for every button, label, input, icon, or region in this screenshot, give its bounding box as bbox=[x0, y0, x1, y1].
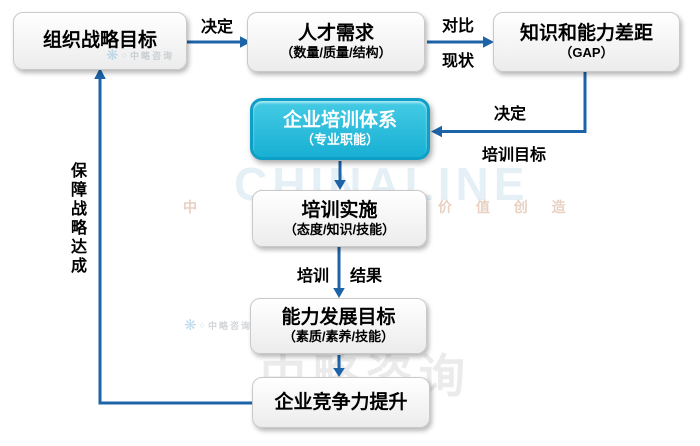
node-title: 组织战略目标 bbox=[42, 30, 157, 52]
node-ability-development-goal: 能力发展目标 （素质/素养/技能） bbox=[250, 298, 427, 354]
starburst-icon: ❋ bbox=[184, 317, 197, 334]
edge-label-decide-1: 决定 bbox=[200, 19, 233, 36]
arrow-impl-to-ability bbox=[333, 247, 345, 298]
node-subtitle: （数量/质量/结构） bbox=[280, 45, 392, 61]
arrow-feedback-loop bbox=[94, 68, 252, 405]
edge-label-current-state: 现状 bbox=[441, 53, 474, 70]
edge-label-decide-2: 决定 bbox=[493, 106, 526, 123]
watermark-slogan-fragment-right: 价 值 创 造 bbox=[438, 199, 576, 215]
node-subtitle: （GAP） bbox=[559, 45, 614, 61]
node-title: 培训实施 bbox=[301, 199, 378, 221]
arrow-training-system-to-impl bbox=[334, 161, 346, 190]
node-title: 企业竞争力提升 bbox=[274, 391, 408, 413]
node-title: 人才需求 bbox=[297, 23, 374, 45]
node-subtitle: （专业职能） bbox=[300, 132, 379, 148]
edge-label-training: 培训 bbox=[296, 268, 329, 285]
node-competitiveness-improvement: 企业竞争力提升 bbox=[252, 377, 430, 428]
arrow-org-to-talent bbox=[187, 36, 251, 48]
node-title: 能力发展目标 bbox=[281, 307, 396, 329]
node-title: 企业培训体系 bbox=[282, 110, 397, 132]
watermark-company-small: 中略咨询 bbox=[208, 321, 253, 331]
arrow-ability-to-competitiveness bbox=[333, 355, 345, 377]
watermark-slogan-fragment-left: 中 bbox=[183, 199, 207, 215]
node-title: 知识和能力差距 bbox=[519, 23, 653, 45]
node-talent-demand: 人才需求 （数量/质量/结构） bbox=[247, 12, 425, 72]
edge-label-training-goal: 培训目标 bbox=[481, 147, 546, 164]
watermark-stamp-middle: ❋ ○ 中略咨询 bbox=[184, 318, 252, 333]
node-knowledge-ability-gap: 知识和能力差距 （GAP） bbox=[493, 12, 680, 72]
node-training-implementation: 培训实施 （态度/知识/技能） bbox=[252, 190, 427, 247]
edge-label-result: 结果 bbox=[349, 268, 382, 285]
node-subtitle: （素质/素养/技能） bbox=[282, 329, 395, 345]
node-enterprise-training-system: 企业培训体系 （专业职能） bbox=[250, 98, 430, 160]
arrow-talent-to-gap bbox=[427, 36, 494, 48]
arrow-gap-to-training-system bbox=[431, 70, 587, 138]
node-org-strategic-goal: 组织战略目标 bbox=[13, 12, 187, 70]
edge-label-compare: 对比 bbox=[441, 18, 474, 35]
node-subtitle: （态度/知识/技能） bbox=[283, 221, 396, 237]
edge-label-ensure-strategy: 保障战略达成 bbox=[68, 162, 85, 276]
ring-icon: ○ bbox=[199, 320, 206, 330]
